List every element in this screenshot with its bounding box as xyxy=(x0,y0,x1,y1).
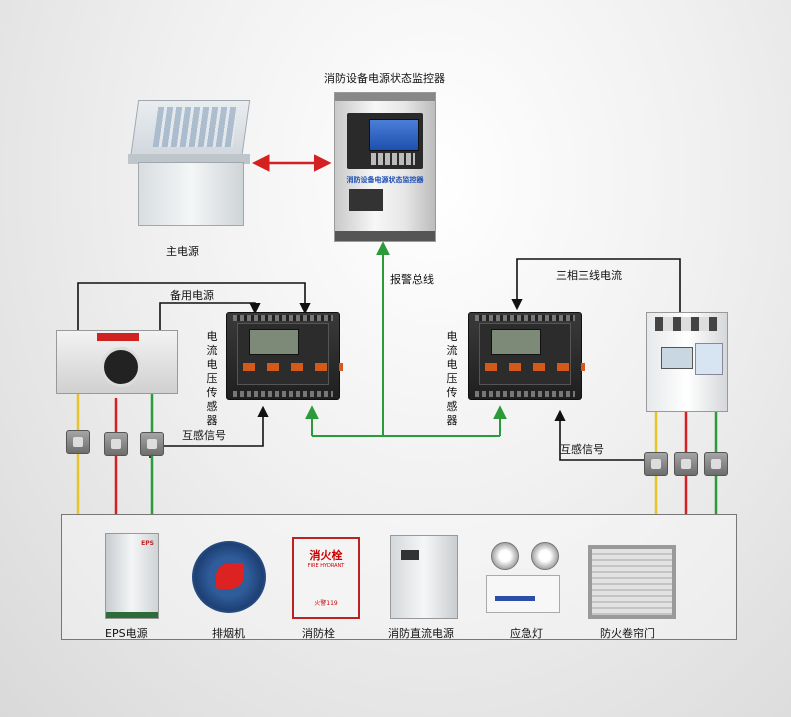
eps-device[interactable]: EPS xyxy=(105,533,159,619)
mutual-signal-label-right: 互感信号 xyxy=(560,443,604,456)
current-voltage-sensor-left[interactable] xyxy=(226,312,343,400)
sensor-screen-left xyxy=(249,329,299,355)
current-voltage-sensor-right[interactable] xyxy=(468,312,585,400)
monitor-screen xyxy=(369,119,419,151)
exhaust-fan-device[interactable] xyxy=(192,541,266,613)
dc-power-label: 消防直流电源 xyxy=(388,627,454,640)
breaker-panel xyxy=(695,343,723,375)
current-transformer-right-1 xyxy=(644,452,668,476)
monitor-panel xyxy=(347,113,423,169)
alarm-bus-label: 报警总线 xyxy=(390,273,434,286)
main-power-console[interactable] xyxy=(124,100,258,226)
monitor-plate: 消防设备电源状态监控器 xyxy=(346,176,424,184)
current-transformer-right-2 xyxy=(674,452,698,476)
monitor-keypad xyxy=(371,153,415,165)
fire-hydrant-label: 消防栓 xyxy=(302,627,335,640)
current-transformer-left-2 xyxy=(104,432,128,456)
dc-power-device[interactable] xyxy=(390,535,458,619)
emergency-light-device[interactable] xyxy=(486,542,560,613)
mutual-signal-wire-right xyxy=(554,409,655,461)
sensor-label-left: 电流电压传感器 xyxy=(206,330,218,427)
fire-shutter-device[interactable] xyxy=(588,545,676,619)
sensor-label-right: 电流电压传感器 xyxy=(446,330,458,427)
switch-knob xyxy=(101,347,141,387)
fire-shutter-label: 防火卷帘门 xyxy=(600,627,655,640)
exhaust-fan-label: 排烟机 xyxy=(212,627,245,640)
emergency-light-label: 应急灯 xyxy=(510,627,543,640)
lamp-head-icon xyxy=(491,542,519,570)
current-transformer-left-3 xyxy=(140,432,164,456)
fan-blade-icon xyxy=(216,563,244,589)
eps-label: EPS电源 xyxy=(105,627,148,640)
current-transformer-right-3 xyxy=(704,452,728,476)
transfer-switch[interactable] xyxy=(56,330,178,394)
lamp-head-icon xyxy=(531,542,559,570)
power-monitor-cabinet[interactable]: 消防设备电源状态监控器 xyxy=(334,92,436,242)
three-phase-wire xyxy=(511,258,681,312)
breaker-display xyxy=(661,347,693,369)
sensor-screen-right xyxy=(491,329,541,355)
current-transformer-left-1 xyxy=(66,430,90,454)
standby-power-label: 备用电源 xyxy=(170,289,214,302)
monitor-title: 消防设备电源状态监控器 xyxy=(324,72,445,85)
sensor-buttons-right xyxy=(485,363,585,371)
monitor-printer-slot xyxy=(349,189,383,211)
mutual-signal-label-left: 互感信号 xyxy=(182,429,226,442)
sensor-buttons-left xyxy=(243,363,343,371)
circuit-breaker[interactable] xyxy=(646,312,728,412)
three-phase-label: 三相三线电流 xyxy=(556,269,622,282)
fire-hydrant-device[interactable]: 消火栓 FIRE HYDRANT 火警119 xyxy=(292,537,360,619)
main-wire-left xyxy=(77,282,311,330)
standby-wire-left xyxy=(159,302,261,330)
load-devices-frame: EPS EPS电源 排烟机 消火栓 FIRE HYDRANT 火警119 消防栓… xyxy=(61,514,737,640)
main-power-label: 主电源 xyxy=(166,245,199,258)
